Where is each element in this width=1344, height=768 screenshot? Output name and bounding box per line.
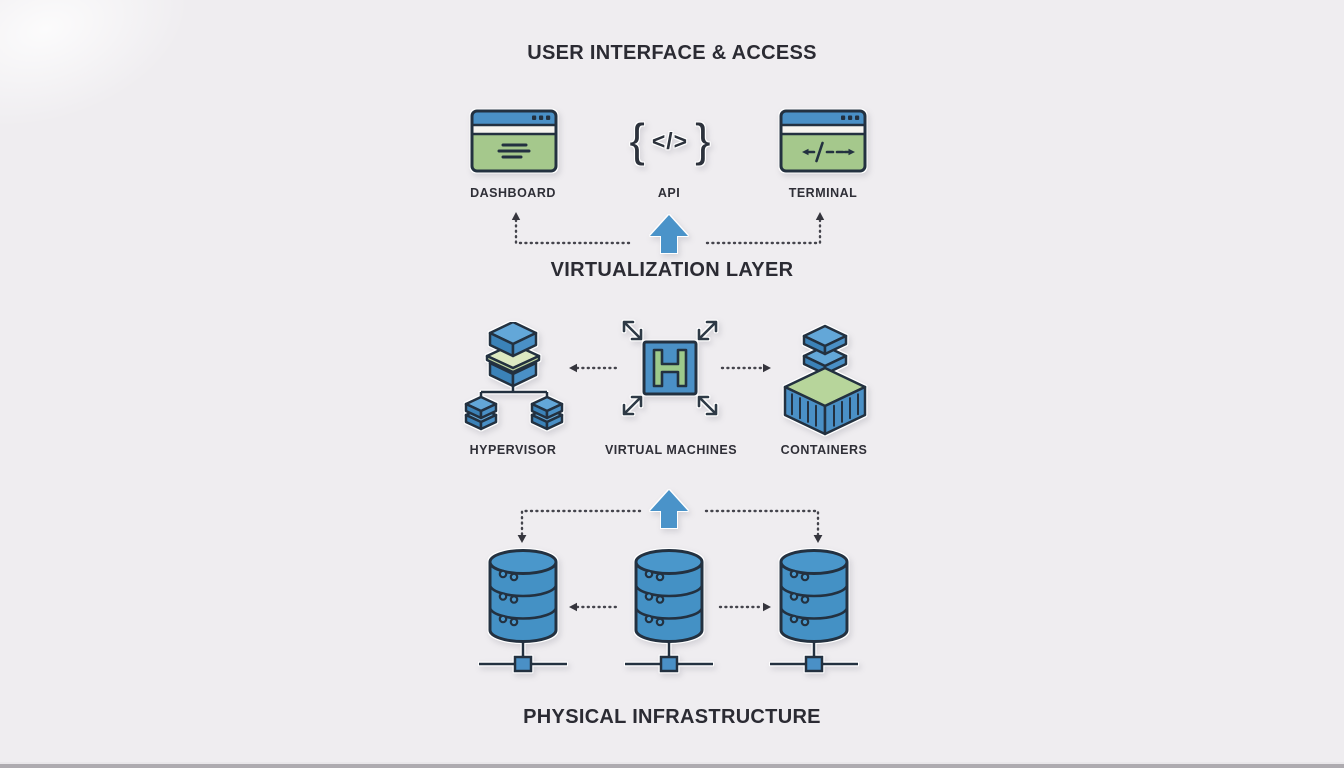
- connector-phys-left: [520, 509, 642, 538]
- network-node: [513, 655, 533, 673]
- arrowhead-left-db: [569, 602, 577, 612]
- brace-close: }: [695, 114, 711, 166]
- node-label-hypervisor: HYPERVISOR: [469, 443, 557, 457]
- arrowhead-left-mid: [569, 363, 577, 373]
- h-letter: [652, 348, 688, 388]
- prompt-glyphs: [802, 141, 855, 163]
- dashboard-window-icon: [470, 109, 558, 173]
- containers-box-icon: [783, 324, 867, 436]
- arrowhead-down-left: [517, 535, 527, 543]
- network-node: [659, 655, 679, 673]
- up-arrow-virtualization: [650, 490, 688, 528]
- connector-ui-dashboard: [514, 218, 635, 245]
- arrowhead-up-right: [815, 212, 825, 220]
- container-ribs: [791, 393, 859, 427]
- expand-arrow-tr: [697, 320, 718, 341]
- server-database-icon: [770, 549, 858, 673]
- section-title-physical: PHYSICAL INFRASTRUCTURE: [523, 706, 821, 728]
- brace-open: {: [629, 114, 645, 166]
- node-label-dashboard: DASHBOARD: [470, 186, 556, 200]
- hypervisor-stack-icon: [464, 322, 564, 431]
- terminal-window-icon: [779, 109, 867, 173]
- node-label-virtual-machines: VIRTUAL MACHINES: [604, 443, 738, 457]
- expand-arrow-br: [697, 395, 718, 416]
- node-label-terminal: TERMINAL: [788, 186, 858, 200]
- arrowhead-right-mid: [763, 363, 771, 373]
- connector-phys-right: [704, 509, 820, 538]
- expand-arrow-bl: [622, 395, 643, 416]
- server-database-icon: [479, 549, 567, 673]
- connector-ui-terminal: [705, 218, 822, 245]
- arrowhead-up-left: [511, 212, 521, 220]
- node-label-api: API: [657, 186, 681, 200]
- vm-h-box-icon: [622, 320, 718, 416]
- arrowhead-right-db: [763, 602, 771, 612]
- menu-lines: [497, 143, 531, 159]
- node-label-containers: CONTAINERS: [780, 443, 868, 457]
- up-arrow-ui: [650, 215, 688, 253]
- network-node: [804, 655, 824, 673]
- api-code-icon: { </> }: [626, 108, 714, 172]
- section-title-user-interface: USER INTERFACE & ACCESS: [527, 42, 817, 64]
- bottom-edge-bar: [0, 764, 1344, 768]
- titlebar: [472, 111, 556, 125]
- bottom-edge-light: [0, 762, 1344, 764]
- server-database-icon: [625, 549, 713, 673]
- arrowhead-down-right: [813, 535, 823, 543]
- code-glyph: </>: [651, 127, 689, 154]
- titlebar: [781, 111, 865, 125]
- expand-arrow-tl: [622, 320, 643, 341]
- section-title-virtualization: VIRTUALIZATION LAYER: [550, 259, 794, 281]
